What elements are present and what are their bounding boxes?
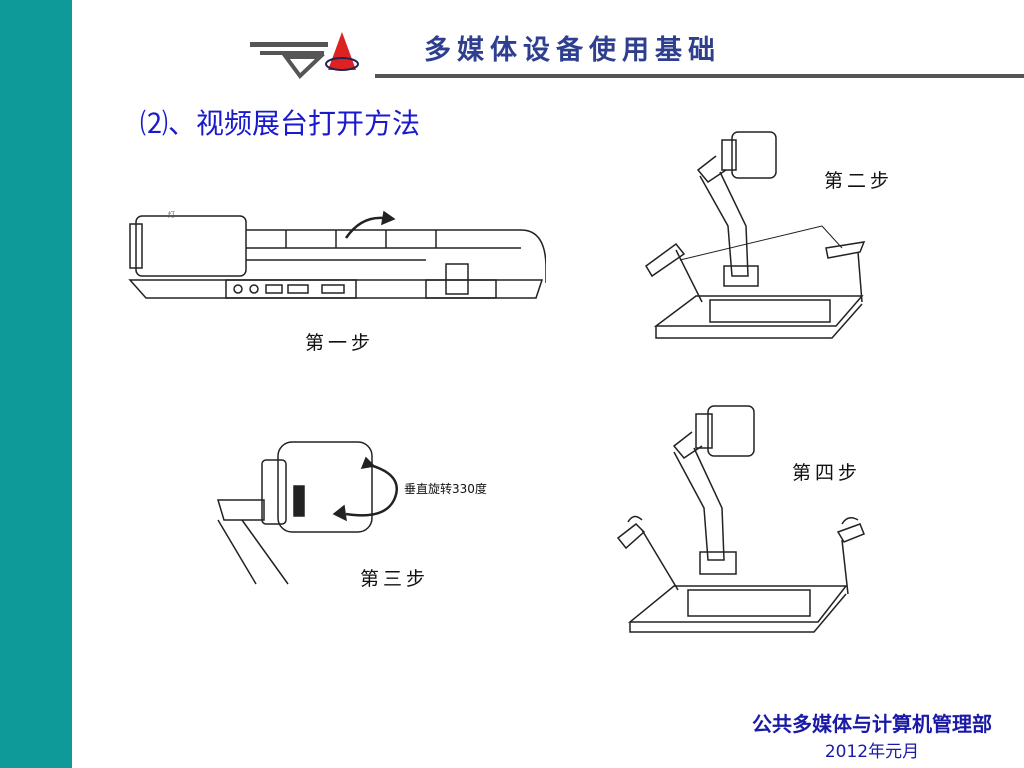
step4-opened-camera-illustration	[616, 405, 865, 633]
step2-callout-label: 灯	[168, 211, 175, 219]
footer-department: 公共多媒体与计算机管理部	[752, 712, 992, 736]
step4-label: 第四步	[792, 462, 862, 484]
slide-heading: ⑵、视频展台打开方法	[140, 107, 421, 140]
step1-label: 第一步	[305, 332, 375, 354]
step2-label: 第二步	[824, 170, 894, 192]
step3-label: 第三步	[360, 568, 430, 590]
footer-date: 2012年元月	[824, 742, 920, 762]
header-title: 多媒体设备使用基础	[424, 35, 721, 66]
step2-raised-camera-illustration	[645, 131, 866, 339]
header-logo-icon	[250, 32, 359, 80]
teal-sidebar-bar	[0, 0, 72, 768]
step3-rotation-annotation: 垂直旋转330度	[404, 482, 487, 496]
step3-rotating-head-illustration	[216, 441, 398, 585]
footer: 公共多媒体与计算机管理部 2012年元月	[752, 708, 992, 762]
header-rule	[375, 74, 1024, 78]
step1-folded-camera-illustration	[128, 210, 546, 299]
